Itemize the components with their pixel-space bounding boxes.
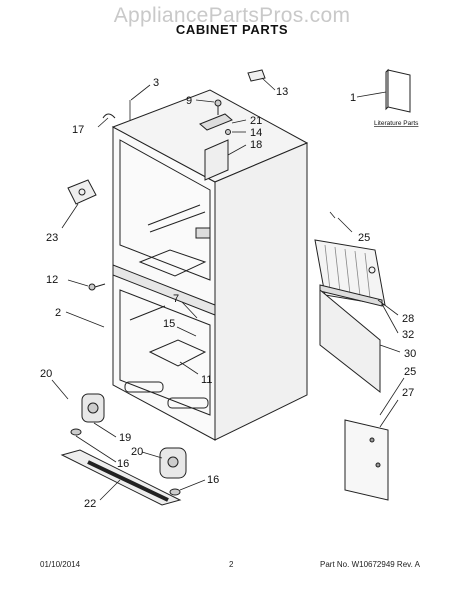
callout-23: 23	[46, 232, 58, 244]
callout-11: 11	[201, 374, 212, 386]
callout-15: 15	[163, 318, 175, 330]
callout-16-right: 16	[207, 474, 219, 486]
callout-1: 1	[350, 92, 356, 104]
callout-27: 27	[402, 387, 414, 399]
callout-7: 7	[173, 293, 179, 305]
callout-25-lower: 25	[404, 366, 416, 378]
callout-19: 19	[119, 432, 131, 444]
footer-date: 01/10/2014	[40, 560, 81, 569]
callout-16-left: 16	[117, 458, 129, 470]
top-hinge	[199, 99, 233, 181]
callout-2: 2	[55, 307, 61, 319]
literature-parts-label: Literature Parts	[374, 120, 419, 127]
leveling-foot-left	[70, 428, 82, 436]
callout-30: 30	[404, 348, 416, 360]
callout-12: 12	[46, 274, 58, 286]
literature-booklet	[385, 68, 411, 113]
leader-lines	[51, 77, 405, 501]
screw-12	[88, 283, 106, 291]
callout-3: 3	[153, 77, 159, 89]
callout-9: 9	[186, 95, 192, 107]
callout-18: 18	[250, 139, 262, 151]
tube-part	[102, 113, 116, 119]
kickplate-30	[319, 288, 381, 394]
callout-20-right: 20	[131, 446, 143, 458]
left-roller	[81, 393, 105, 423]
callout-32: 32	[402, 329, 414, 341]
right-roller	[159, 447, 187, 479]
callout-25: 25	[358, 232, 370, 244]
bottom-bar	[60, 449, 182, 506]
callout-14: 14	[250, 127, 262, 139]
strip-32	[319, 284, 383, 307]
callout-labels: 3 13 9 21 14 18 1 17 23 25 12 2 7 15 28 …	[40, 77, 416, 510]
cabinet-body	[111, 89, 309, 441]
bracket-27	[344, 419, 389, 501]
leveling-foot-right	[169, 488, 181, 496]
callout-13: 13	[276, 86, 288, 98]
control-box	[67, 179, 97, 205]
callout-20-left: 20	[40, 368, 52, 380]
callout-17: 17	[72, 124, 84, 136]
top-cap	[247, 69, 266, 82]
callout-22: 22	[84, 498, 96, 510]
footer-page: 2	[229, 560, 234, 569]
page-title: CABINET PARTS	[175, 22, 289, 37]
watermark: AppliancePartsPros.com	[113, 4, 351, 27]
callout-21: 21	[250, 115, 262, 127]
footer-part-number: Part No. W10672949 Rev. A	[320, 560, 420, 569]
callout-28: 28	[402, 313, 414, 325]
